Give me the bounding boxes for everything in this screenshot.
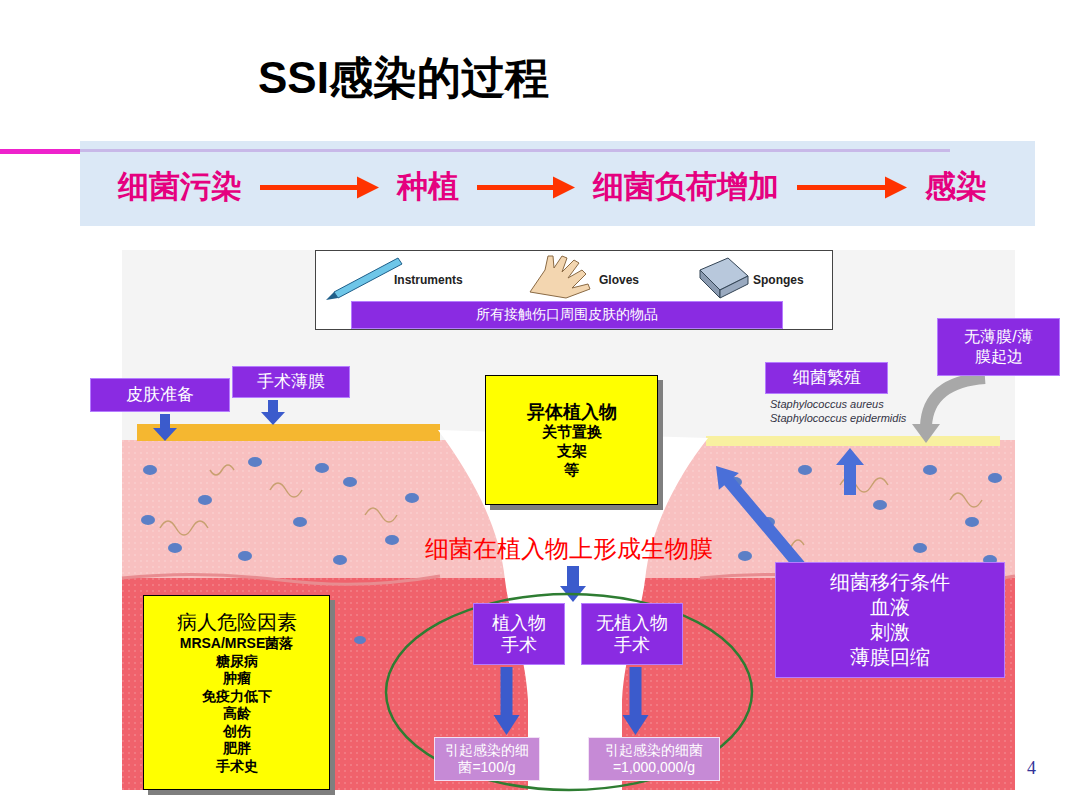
- down-arrow: [494, 667, 520, 735]
- node-body-text: 创伤: [223, 723, 251, 741]
- down-arrow: [153, 414, 177, 441]
- flow-band: [80, 141, 1035, 226]
- up-arrow: [836, 448, 864, 495]
- accent-line: [80, 149, 950, 152]
- purple-label-box: 细菌移行条件血液刺激薄膜回缩: [775, 562, 1005, 678]
- node-text: Instruments: [394, 273, 463, 288]
- node-body-text: 等: [564, 461, 579, 480]
- accent-line: [0, 149, 80, 154]
- arrow-shaft: [477, 185, 557, 190]
- purple-label-box: 植入物 手术: [473, 603, 565, 665]
- species-name: Staphylococcus aureus: [770, 398, 884, 411]
- purple-label-box: 皮肤准备: [90, 378, 230, 412]
- purple-label-box: 细菌繁殖: [765, 362, 888, 394]
- items-panel: Instruments Gloves Sponges 所有接触伤口周围皮肤的物品: [315, 250, 833, 330]
- arrow-shaft: [260, 185, 361, 190]
- purple-label-box: 手术薄膜: [232, 366, 350, 398]
- highlight-ellipse: [386, 594, 752, 790]
- node-text: 植入物 手术: [484, 612, 554, 657]
- drape-layer: [706, 436, 1000, 446]
- node-body-text: 手术史: [216, 758, 258, 776]
- arrow-head: [357, 176, 379, 198]
- node-text: 无植入物 手术: [592, 612, 672, 657]
- node-text: 皮肤准备: [126, 384, 194, 405]
- yellow-note-box: 病人危险因素MRSA/MRSE菌落糖尿病肿瘤免疫力低下高龄创伤肥胖手术史: [143, 595, 330, 790]
- glove-icon: [530, 256, 590, 298]
- curved-arrow: [926, 378, 985, 426]
- arrow-head: [885, 176, 907, 198]
- down-arrow: [261, 400, 285, 425]
- illustration-ground: [122, 250, 1015, 790]
- node-body-text: 高龄: [223, 705, 251, 723]
- slide-title: SSI感染的过程: [258, 50, 549, 105]
- biofilm-note: 细菌在植入物上形成生物膜: [425, 534, 713, 564]
- text-slot: Instruments: [394, 273, 463, 288]
- purple-label-box: 无植入物 手术: [581, 603, 683, 665]
- node-body-text: 免疫力低下: [202, 688, 272, 706]
- node-body-text: MRSA/MRSE菌落: [180, 635, 294, 653]
- node-text: 细菌负荷增加: [593, 168, 779, 207]
- node-text: 细菌移行条件: [830, 570, 950, 595]
- flow-step: 感染: [925, 168, 987, 207]
- down-arrow: [560, 566, 586, 602]
- node-text: 细菌污染: [118, 168, 242, 207]
- flow-arrow: [260, 176, 379, 198]
- node-text: 引起感染的细菌=1,000,000/g: [595, 742, 713, 777]
- node-body-text: 血液: [870, 595, 910, 620]
- purple-label-box: 所有接触伤口周围皮肤的物品: [351, 301, 783, 329]
- migration-arrow: [716, 466, 805, 570]
- label-slot: Staphylococcus epidermidis: [770, 412, 906, 425]
- text-slot: Gloves: [599, 273, 639, 288]
- node-text: 细菌繁殖: [793, 367, 861, 388]
- instrument-icon: [326, 258, 402, 300]
- node-body-text: 支架: [557, 442, 587, 461]
- node-text: 手术薄膜: [257, 371, 325, 392]
- node-body-text: 薄膜回缩: [850, 645, 930, 670]
- flow-step: 种植: [397, 168, 459, 207]
- node-text: 异体植入物: [527, 401, 617, 424]
- down-arrow: [623, 667, 649, 735]
- node-body-text: 肥胖: [223, 740, 251, 758]
- node-body-text: Gloves: [599, 273, 639, 288]
- node-text: 感染: [925, 168, 987, 207]
- node-body-text: 刺激: [870, 620, 910, 645]
- skin-layer-line: [122, 574, 440, 584]
- items-panel-ground: [315, 250, 833, 330]
- arrow-head: [553, 176, 575, 198]
- page-number: 4: [1027, 757, 1036, 780]
- node-text: 无薄膜/薄膜起边: [958, 327, 1039, 367]
- node-text: 病人危险因素: [177, 610, 297, 635]
- node-text: 所有接触伤口周围皮肤的物品: [476, 306, 658, 324]
- text-slot: Sponges: [753, 273, 804, 288]
- skin-prep-layer: [137, 424, 440, 441]
- arrow-shaft: [630, 667, 642, 719]
- species-name: Staphylococcus epidermidis: [770, 412, 906, 425]
- flow-step: 细菌负荷增加: [593, 168, 779, 207]
- node-text: 种植: [397, 168, 459, 207]
- count-box: 引起感染的细菌=100/g: [434, 737, 540, 781]
- arrow-shaft: [797, 185, 889, 190]
- curved-arrow-head: [912, 424, 940, 443]
- arrow-head: [494, 715, 520, 735]
- arrow-shaft: [501, 667, 513, 719]
- label-slot: Staphylococcus aureus: [770, 398, 884, 411]
- count-box: 引起感染的细菌=1,000,000/g: [588, 737, 720, 781]
- arrow-head: [623, 715, 649, 735]
- flow-step: 细菌污染: [118, 168, 242, 207]
- flow-arrow: [477, 176, 575, 198]
- node-text: 引起感染的细菌=100/g: [441, 742, 533, 777]
- node-body-text: Sponges: [753, 273, 804, 288]
- node-body-text: 肿瘤: [223, 670, 251, 688]
- yellow-note-box: 异体植入物关节置换支架等: [485, 375, 658, 505]
- node-body-text: 关节置换: [542, 423, 602, 442]
- purple-label-box: 无薄膜/薄膜起边: [937, 318, 1060, 376]
- node-body-text: 糖尿病: [216, 653, 258, 671]
- title-slot: SSI感染的过程: [258, 50, 549, 105]
- label-slot: 细菌在植入物上形成生物膜: [425, 534, 713, 564]
- label-slot: 4: [1027, 757, 1036, 780]
- sponge-icon: [700, 258, 748, 298]
- flow-arrow: [797, 176, 907, 198]
